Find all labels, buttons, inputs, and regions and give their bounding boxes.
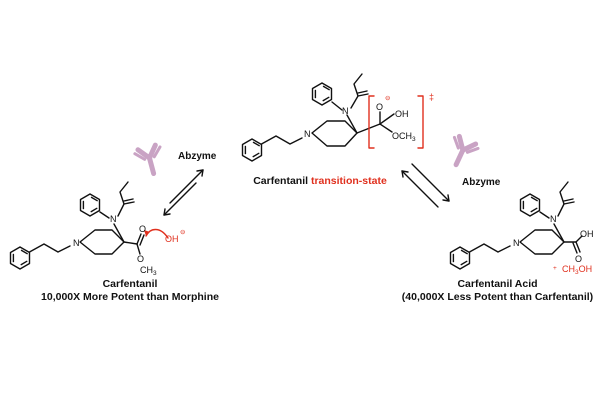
acid-oxygen: O — [575, 254, 582, 264]
oxyanion-charge: ⊖ — [385, 95, 391, 102]
ester-oxygen: O — [139, 224, 146, 234]
benzene-ring — [449, 246, 471, 270]
phenyl-ring — [79, 193, 101, 217]
phenyl-ring — [311, 82, 333, 106]
transition-state-caption: Carfentanil transition-state — [230, 175, 410, 188]
ring-nitrogen: N — [73, 238, 80, 248]
benzene-ring — [9, 246, 31, 270]
molecule-name: Carfentanil — [102, 278, 158, 290]
methoxy-group: OCH3 — [392, 131, 416, 143]
antibody-icon — [134, 144, 166, 177]
oxyanion: O — [376, 102, 383, 112]
hydroxide-charge: ⊖ — [180, 229, 186, 236]
phenyl-ring — [519, 193, 541, 217]
transition-state-dagger: ‡ — [429, 92, 434, 102]
hydroxyl-group: OH — [395, 109, 409, 119]
benzene-ring — [241, 138, 263, 162]
equilibrium-arrow-left — [163, 169, 204, 216]
acid-hydroxyl: OH — [580, 229, 594, 239]
amide-nitrogen: N — [550, 214, 557, 224]
abzyme-label-right: Abzyme — [462, 177, 501, 188]
methoxy-oxygen: O — [137, 254, 144, 264]
ring-nitrogen: N — [304, 129, 311, 139]
equilibrium-arrow-right — [401, 163, 450, 208]
molecule-name: Carfentanil Acid — [457, 278, 538, 290]
antibody-icon — [444, 135, 479, 170]
byproduct-plus: + — [553, 265, 557, 272]
amide-nitrogen: N — [342, 106, 349, 116]
carfentanil-acid-structure: N N OH O + CH3OH — [449, 181, 594, 276]
carfentanil-structure: N N O O CH3 OH ⊖ — [9, 181, 186, 277]
hydroxide-ion: OH — [165, 234, 179, 244]
molecule-subtitle: 10,000X More Potent than Morphine — [41, 291, 219, 303]
molecule-subtitle: (40,000X Less Potent than Carfentanil) — [401, 291, 594, 303]
molecule-name: Carfentanil — [253, 175, 309, 187]
methanol-byproduct: CH3OH — [562, 264, 592, 276]
carfentanil-caption: Carfentanil 10,000X More Potent than Mor… — [10, 278, 250, 304]
ring-nitrogen: N — [513, 238, 520, 248]
transition-state-highlight: transition-state — [310, 175, 387, 187]
transition-state-structure: N N O ⊖ OH OCH3 ‡ — [241, 73, 434, 162]
amide-nitrogen: N — [110, 214, 117, 224]
carfentanil-acid-caption: Carfentanil Acid (40,000X Less Potent th… — [395, 278, 600, 304]
methyl-group: CH3 — [140, 265, 157, 277]
abzyme-label-left: Abzyme — [178, 151, 217, 162]
